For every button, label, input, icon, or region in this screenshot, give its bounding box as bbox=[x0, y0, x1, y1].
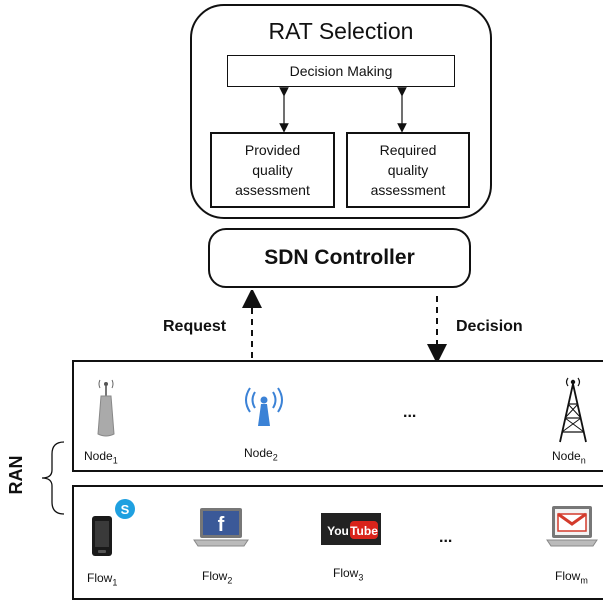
flow-m-label: Flowm bbox=[555, 569, 588, 585]
node-1-label: Node1 bbox=[84, 449, 118, 465]
nodes-ellipsis: ... bbox=[403, 404, 417, 421]
nodes-row bbox=[72, 360, 603, 472]
node-n-name: Node bbox=[552, 449, 581, 463]
ran-brace bbox=[41, 441, 65, 515]
skype-letter: S bbox=[121, 502, 130, 517]
required-line-2: quality bbox=[387, 162, 429, 178]
provided-line-2: quality bbox=[252, 162, 293, 178]
small-antenna-icon bbox=[97, 379, 115, 437]
flow-3-sub: 3 bbox=[358, 572, 364, 583]
youtube-icon: You Tube bbox=[321, 513, 381, 545]
flow-1-sub: 1 bbox=[112, 577, 118, 588]
flow-1-name: Flow bbox=[87, 571, 113, 585]
phone-skype-icon: S bbox=[92, 499, 135, 556]
node-2-name: Node bbox=[244, 446, 273, 460]
flow-m-sub: m bbox=[580, 575, 588, 586]
required-line-3: assessment bbox=[370, 182, 446, 198]
decision-making-box: Decision Making bbox=[227, 55, 455, 87]
controller-arrows bbox=[242, 290, 447, 362]
node-1-sub: 1 bbox=[112, 455, 118, 466]
wifi-access-point-icon bbox=[245, 387, 283, 426]
sdn-controller-box: SDN Controller bbox=[208, 228, 471, 288]
flow-3-label: Flow3 bbox=[333, 566, 363, 582]
node-2-label: Node2 bbox=[244, 446, 278, 462]
node-n-sub: n bbox=[580, 455, 586, 466]
flows-ellipsis: ... bbox=[439, 529, 453, 546]
node-1-name: Node bbox=[84, 449, 113, 463]
provided-line-3: assessment bbox=[235, 182, 310, 198]
cell-tower-icon bbox=[559, 377, 587, 443]
request-label: Request bbox=[163, 318, 227, 335]
required-line-1: Required bbox=[379, 142, 437, 158]
facebook-letter: f bbox=[218, 514, 225, 536]
flow-1-label: Flow1 bbox=[87, 571, 117, 587]
provided-quality-box: Provided quality assessment bbox=[210, 132, 335, 208]
flow-2-name: Flow bbox=[202, 569, 228, 583]
required-quality-box: Required quality assessment bbox=[346, 132, 470, 208]
laptop-gmail-icon bbox=[546, 506, 598, 547]
laptop-facebook-icon: f bbox=[193, 508, 249, 547]
ran-label: RAN bbox=[6, 455, 26, 495]
youtube-you: You bbox=[327, 524, 349, 538]
youtube-tube: Tube bbox=[350, 524, 378, 538]
node-n-label: Noden bbox=[552, 449, 586, 465]
rat-internal-arrows bbox=[279, 87, 407, 133]
rat-selection-title: RAT Selection bbox=[268, 17, 414, 44]
flow-2-sub: 2 bbox=[227, 575, 233, 586]
flow-2-label: Flow2 bbox=[202, 569, 232, 585]
flow-3-name: Flow bbox=[333, 566, 359, 580]
node-2-sub: 2 bbox=[272, 452, 278, 463]
decision-label: Decision bbox=[456, 318, 523, 335]
flow-m-name: Flow bbox=[555, 569, 581, 583]
provided-line-1: Provided bbox=[244, 142, 301, 158]
